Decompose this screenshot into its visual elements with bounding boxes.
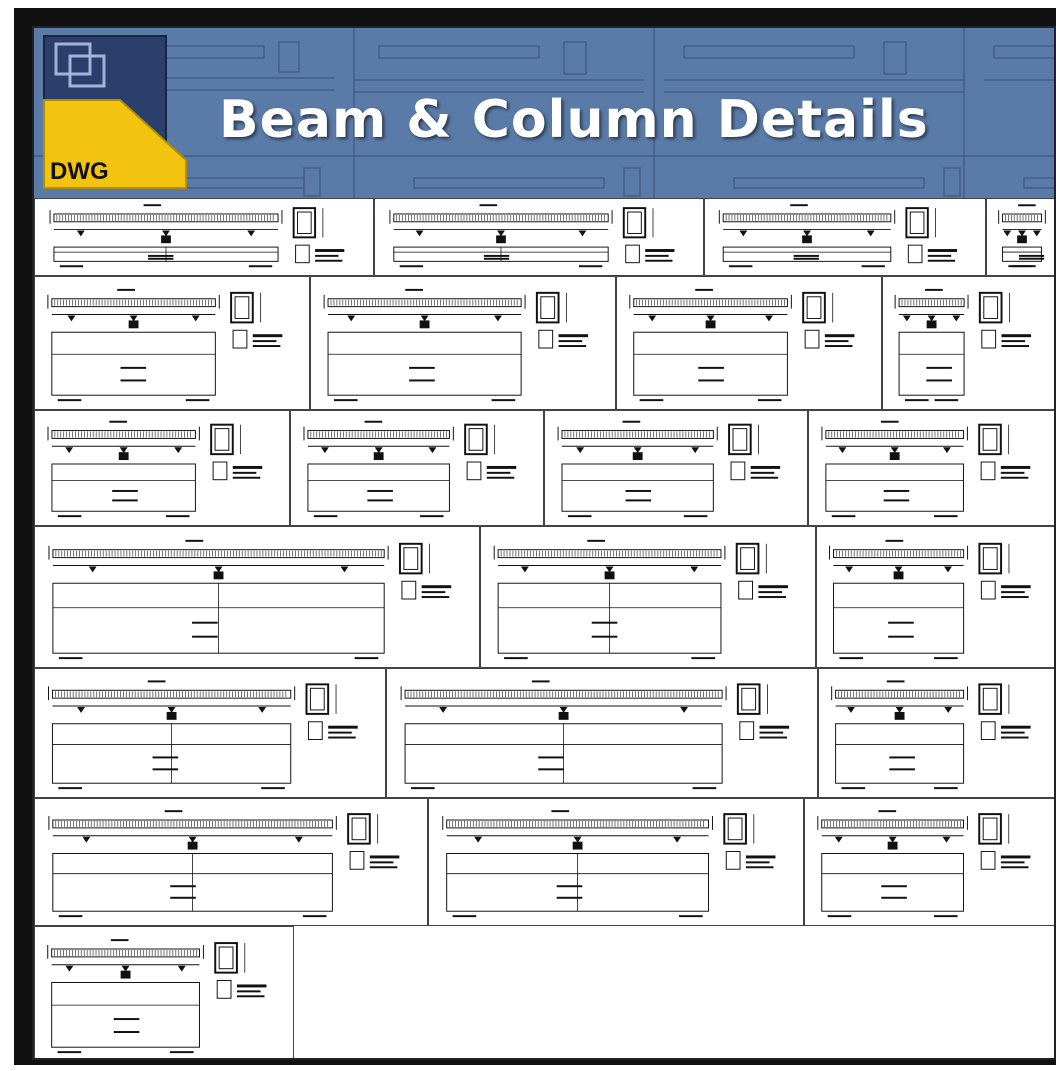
dwg-file-icon: DWG (40, 30, 190, 195)
beam-detail-panel (34, 276, 310, 410)
beam-detail-panel (544, 410, 808, 526)
empty-sheet-area (294, 926, 1054, 1058)
beam-detail-panel (386, 668, 818, 798)
beam-detail-panel (616, 276, 882, 410)
beam-detail-panel (808, 410, 1054, 526)
image-frame: DWG Beam & Column Details (14, 8, 1056, 1065)
beam-detail-panel (34, 410, 290, 526)
beam-detail-drawing (47, 288, 283, 402)
beam-detail-panel (804, 798, 1054, 926)
beam-detail-drawing (389, 204, 675, 268)
title-banner: DWG Beam & Column Details (34, 28, 1054, 198)
beam-detail-drawing (442, 810, 776, 918)
dwg-icon-graphic (43, 35, 187, 189)
beam-detail-panel (34, 198, 374, 276)
beam-detail-drawing (400, 680, 790, 790)
beam-detail-panel (986, 198, 1054, 276)
beam-detail-drawing (821, 420, 1031, 518)
beam-detail-panel (34, 926, 294, 1058)
beam-detail-drawing (998, 204, 1046, 268)
beam-detail-drawing (48, 810, 400, 918)
beam-detail-panel (310, 276, 616, 410)
beam-detail-drawing (829, 539, 1031, 660)
beam-detail-drawing (49, 204, 345, 268)
detail-drawings-grid (34, 198, 1054, 1058)
beam-detail-panel (34, 668, 386, 798)
beam-detail-panel (480, 526, 816, 668)
beam-detail-drawing (831, 680, 1031, 790)
beam-detail-drawing (47, 420, 263, 518)
beam-detail-panel (374, 198, 704, 276)
dwg-label: DWG (50, 158, 109, 185)
beam-detail-drawing (557, 420, 781, 518)
beam-detail-panel (34, 526, 480, 668)
beam-detail-drawing (493, 539, 788, 660)
banner-title: Beam & Column Details (219, 90, 929, 150)
beam-detail-drawing (303, 420, 517, 518)
beam-detail-panel (816, 526, 1054, 668)
beam-detail-drawing (47, 939, 267, 1054)
beam-detail-drawing (48, 539, 452, 660)
beam-detail-panel (818, 668, 1054, 798)
beam-detail-panel (704, 198, 986, 276)
beam-detail-panel (882, 276, 1054, 410)
beam-detail-drawing (894, 288, 1032, 402)
beam-detail-drawing (718, 204, 958, 268)
beam-detail-drawing (629, 288, 855, 402)
beam-detail-panel (428, 798, 804, 926)
beam-detail-panel (34, 798, 428, 926)
banner-background-drawings (34, 28, 1054, 198)
beam-detail-drawing (323, 288, 589, 402)
beam-detail-panel (290, 410, 544, 526)
drawing-sheet: DWG Beam & Column Details (32, 26, 1056, 1060)
beam-detail-drawing (817, 810, 1031, 918)
beam-detail-drawing (48, 680, 358, 790)
